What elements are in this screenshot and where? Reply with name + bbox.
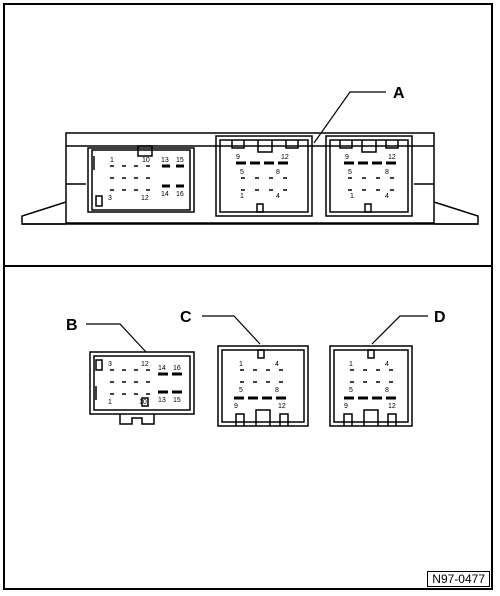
pin-label: 12	[141, 195, 149, 202]
pin-label: 4	[275, 361, 279, 368]
pin-label: 5	[349, 387, 353, 394]
leader-c	[202, 315, 261, 345]
pin-label: 12	[388, 403, 396, 410]
pin-label: 1	[350, 193, 354, 200]
top-connector-16pin-pins	[110, 164, 184, 191]
pin-label: 12	[278, 403, 286, 410]
pin-label: 10	[139, 399, 147, 406]
pin-label: 14	[161, 191, 169, 198]
leader-b	[86, 323, 147, 353]
top-connector-12pin-left	[215, 135, 313, 217]
pin-label: 12	[281, 154, 289, 161]
pin-label: 13	[161, 157, 169, 164]
pin-label: 9	[345, 154, 349, 161]
top-connector-16pin	[87, 145, 195, 213]
pin-label: 8	[276, 169, 280, 176]
pin-label: 4	[276, 193, 280, 200]
top-connector-12pin-right	[325, 135, 413, 217]
label-c: C	[180, 309, 192, 326]
control-unit-housing	[21, 132, 479, 225]
pin-label: 9	[236, 154, 240, 161]
figure-id-label: N97-0477	[427, 571, 490, 587]
pin-label: 9	[234, 403, 238, 410]
pin-label: 8	[385, 169, 389, 176]
pin-label: 5	[239, 387, 243, 394]
pin-label: 10	[142, 157, 150, 164]
pin-label: 5	[348, 169, 352, 176]
pin-label: 4	[385, 193, 389, 200]
pin-label: 3	[108, 195, 112, 202]
pin-label: 1	[108, 399, 112, 406]
label-d: D	[434, 309, 446, 326]
leader-d	[371, 315, 428, 345]
pin-label: 15	[176, 157, 184, 164]
pin-label: 16	[173, 365, 181, 372]
pin-label: 3	[108, 361, 112, 368]
pin-label: 14	[158, 365, 166, 372]
pin-label: 8	[275, 387, 279, 394]
pin-label: 1	[240, 193, 244, 200]
label-b: B	[66, 317, 78, 334]
pin-label: 4	[385, 361, 389, 368]
pin-label: 15	[173, 397, 181, 404]
pin-label: 9	[344, 403, 348, 410]
pin-label: 1	[239, 361, 243, 368]
pin-label: 12	[388, 154, 396, 161]
drawing-frame	[3, 3, 493, 590]
pin-label: 1	[349, 361, 353, 368]
pin-label: 13	[158, 397, 166, 404]
pin-label: 8	[385, 387, 389, 394]
pin-label: 1	[110, 157, 114, 164]
pin-label: 16	[176, 191, 184, 198]
section-divider	[3, 265, 493, 267]
connector-c	[217, 345, 309, 427]
pin-label: 12	[141, 361, 149, 368]
connector-b	[89, 351, 195, 425]
pin-label: 5	[240, 169, 244, 176]
leader-a	[313, 91, 386, 144]
connector-d	[329, 345, 413, 427]
label-a: A	[393, 85, 405, 102]
